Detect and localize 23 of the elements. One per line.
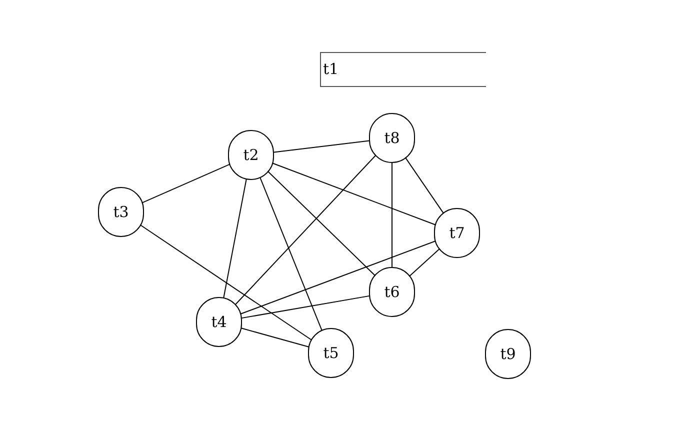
connector-line bbox=[240, 240, 436, 314]
node-label: t6 bbox=[384, 284, 400, 300]
connector-line bbox=[234, 154, 376, 306]
connector-line bbox=[409, 248, 440, 276]
connector-line bbox=[273, 140, 370, 153]
node-label: t1 bbox=[323, 62, 339, 77]
connector-line bbox=[142, 164, 230, 204]
node-label: t7 bbox=[449, 226, 465, 240]
node-label: t8 bbox=[384, 130, 400, 146]
connector-line bbox=[405, 158, 444, 214]
open-box bbox=[320, 52, 486, 87]
connector-line bbox=[241, 295, 370, 319]
node-label: t4 bbox=[211, 314, 227, 330]
connector-line bbox=[268, 171, 376, 276]
connector-line bbox=[223, 178, 247, 298]
connector-line bbox=[240, 328, 310, 348]
node-label: t5 bbox=[323, 346, 339, 360]
connector-line bbox=[272, 162, 436, 226]
node-label: t9 bbox=[500, 346, 516, 362]
node-label: t3 bbox=[113, 204, 129, 220]
connector-line bbox=[260, 177, 322, 331]
node-label: t2 bbox=[243, 148, 259, 162]
connector-line bbox=[140, 224, 312, 340]
